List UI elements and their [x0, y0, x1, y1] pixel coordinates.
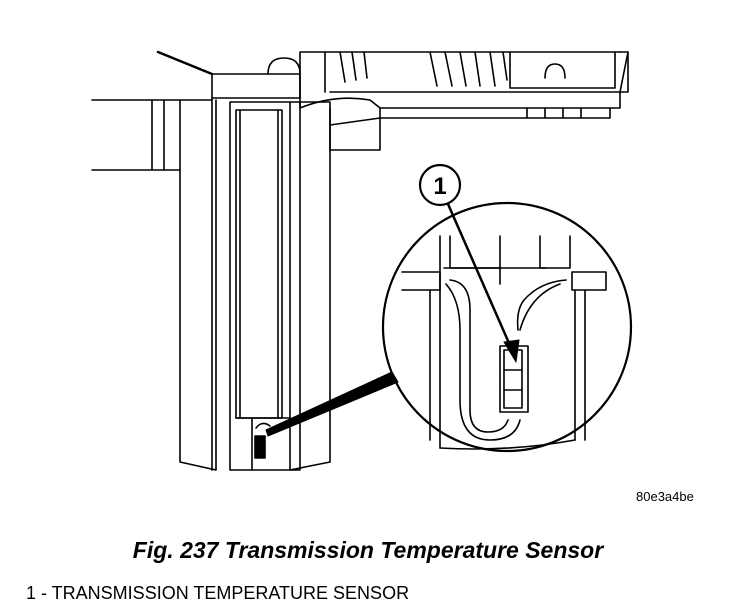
- detail-view: [381, 201, 633, 453]
- figure-code: 80e3a4be: [636, 489, 694, 504]
- callout-1: 1: [418, 163, 520, 363]
- leader-lines: [265, 371, 399, 437]
- figure-caption: Fig. 237 Transmission Temperature Sensor: [132, 537, 604, 563]
- legend-item-1: 1 - TRANSMISSION TEMPERATURE SENSOR: [26, 583, 410, 603]
- callout-1-number: 1: [433, 173, 446, 200]
- left-channel: [91, 99, 213, 171]
- main-body: [179, 97, 331, 471]
- transmission-sensor-illustration: 1: [91, 50, 633, 471]
- transmission-housing: [156, 50, 629, 151]
